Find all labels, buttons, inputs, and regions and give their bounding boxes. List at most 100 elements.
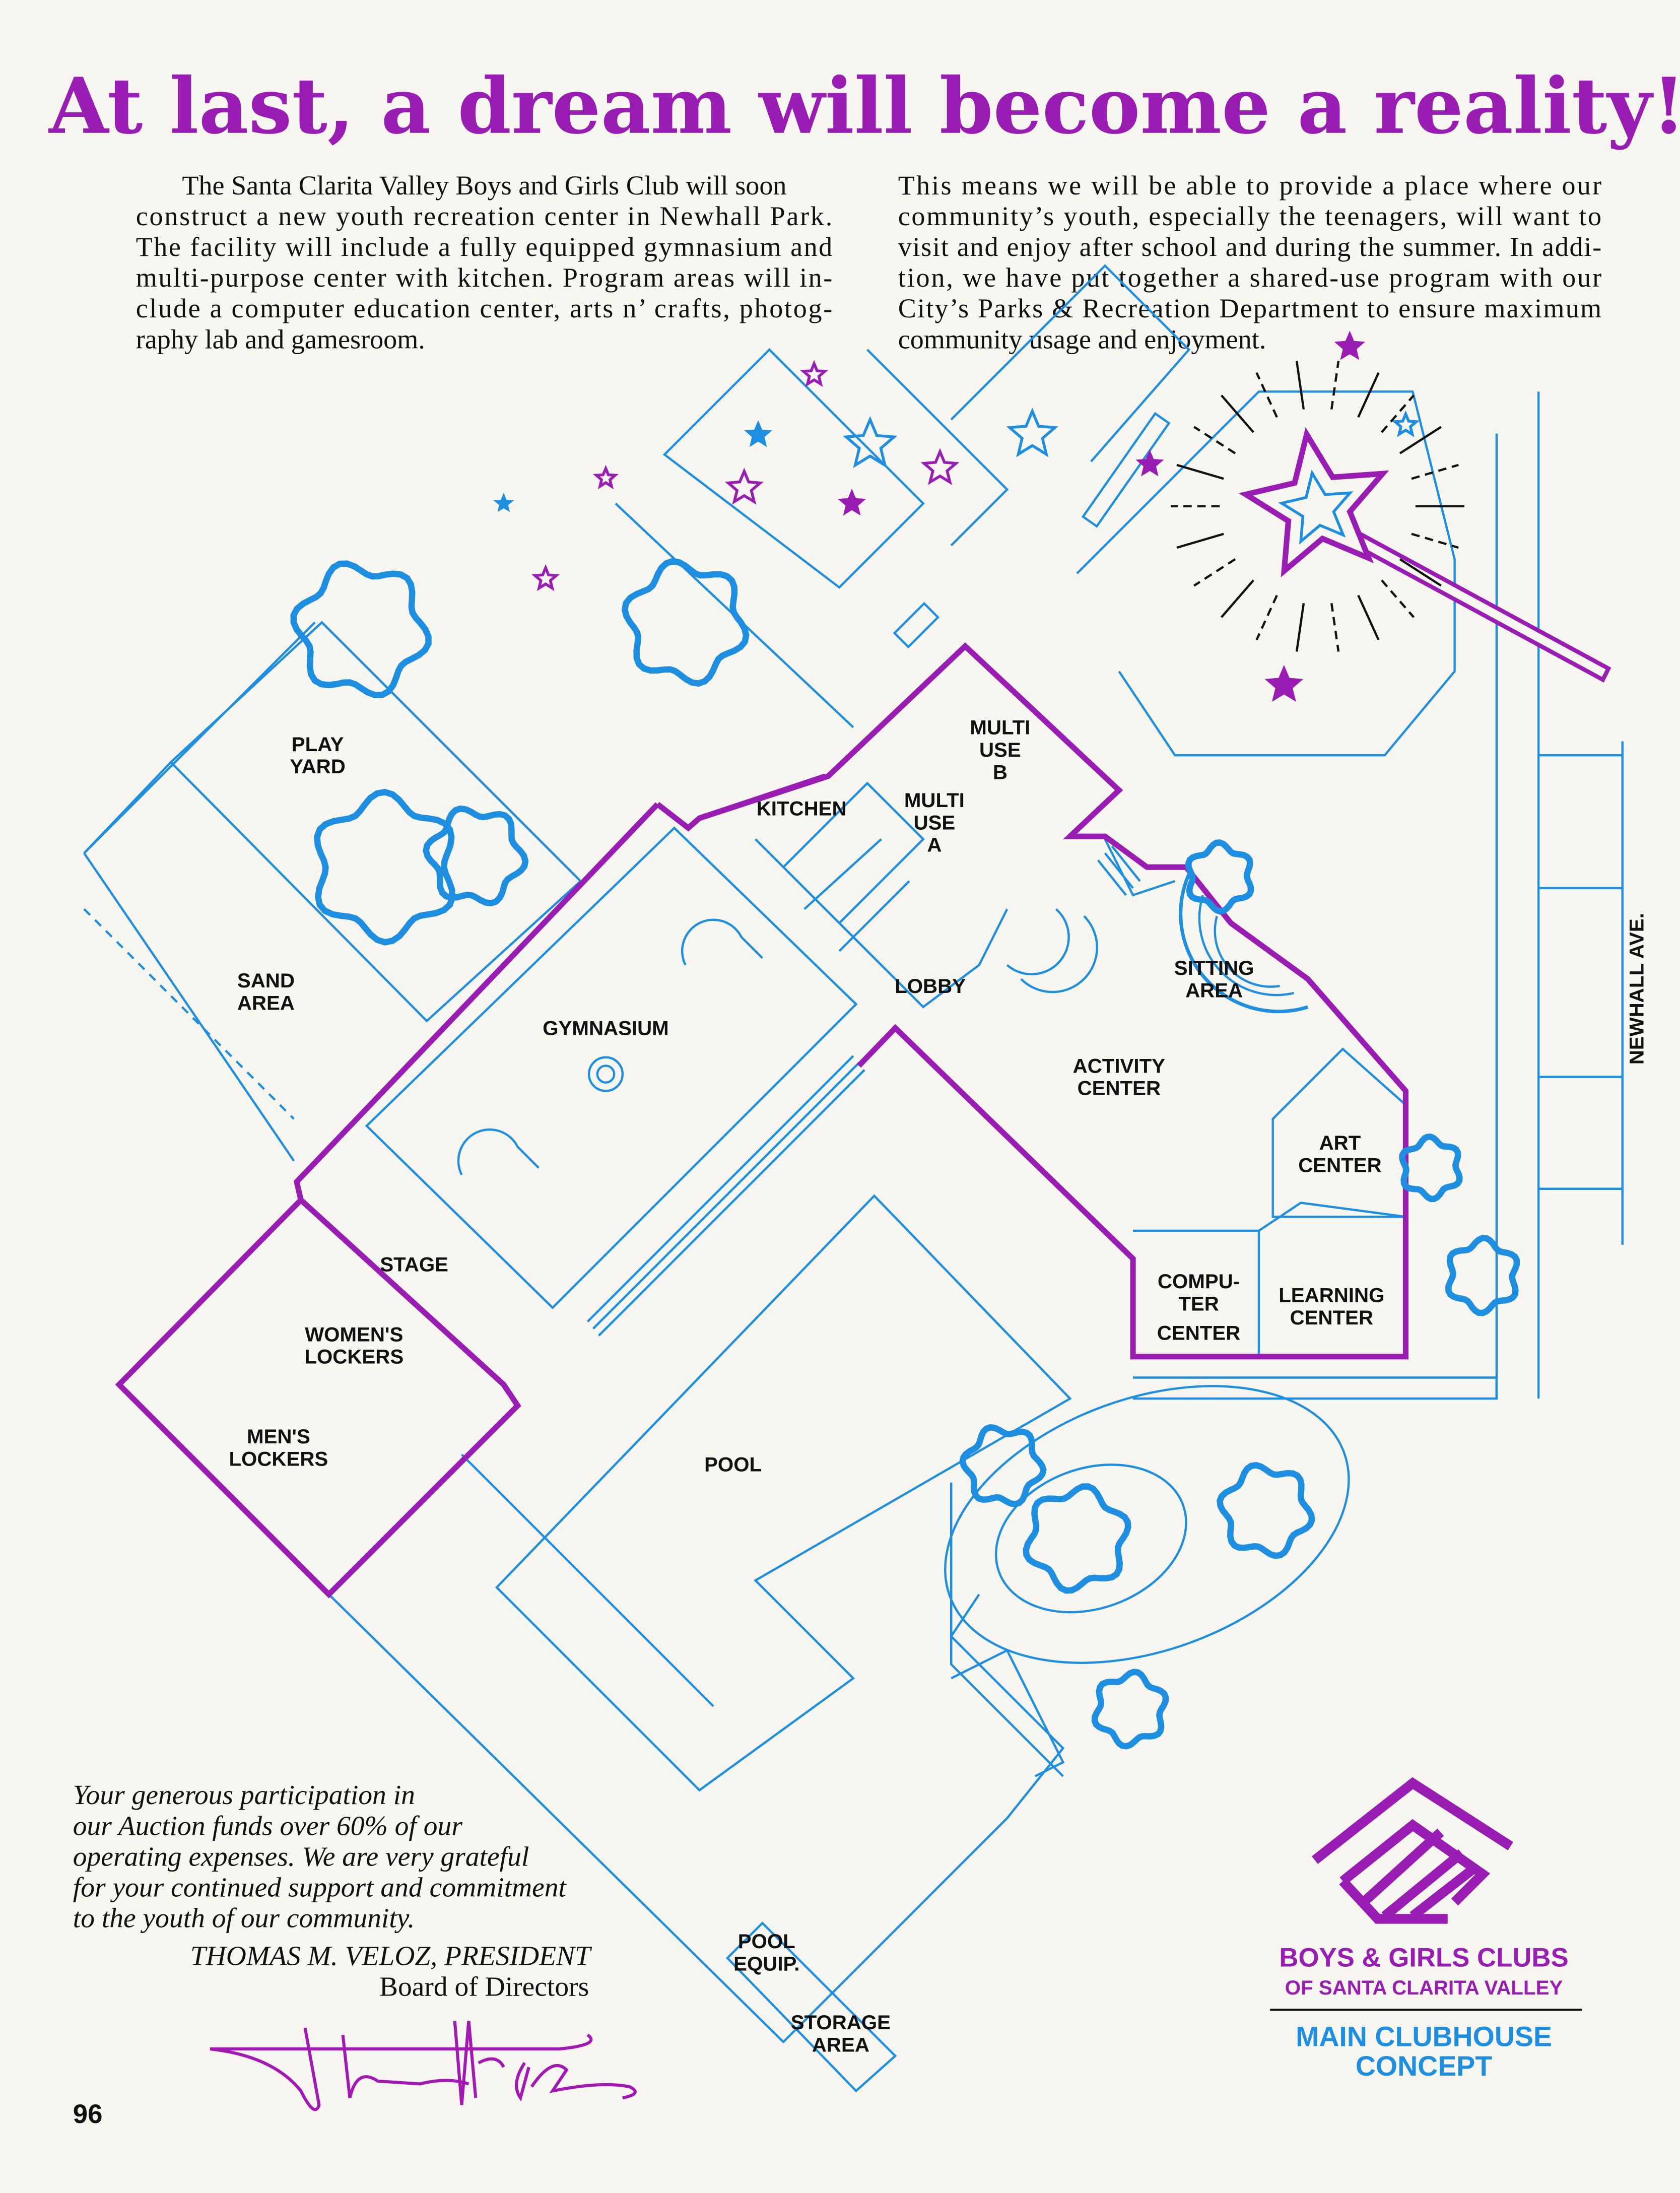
note-line: our Auction funds over 60% of our — [73, 1811, 462, 1841]
trees-layer — [290, 558, 1520, 1750]
sparkle-ray — [1357, 594, 1380, 641]
tree-icon — [1445, 1235, 1520, 1316]
text-line: The Santa Clarita Valley Boys and Girls … — [182, 170, 786, 201]
sparkle-ray — [1176, 463, 1224, 480]
sparkle-ray — [1193, 426, 1236, 454]
label-sitting-area: SITTING — [1174, 957, 1254, 979]
sparkle-ray — [1255, 594, 1278, 641]
logo-caption: MAIN CLUBHOUSE — [1296, 2021, 1552, 2052]
sparkle-ray — [1330, 361, 1340, 410]
magic-wand-icon — [1171, 361, 1611, 683]
note-line: for your continued support and commitmen… — [73, 1872, 567, 1903]
sparkle-ray — [1411, 463, 1459, 480]
label-learning-center: CENTER — [1290, 1306, 1373, 1329]
star-icon — [724, 468, 764, 505]
sparkle-ray — [1295, 603, 1305, 652]
tree-icon — [314, 788, 456, 946]
tree-icon — [423, 805, 529, 907]
page-number: 96 — [73, 2099, 103, 2129]
sparkle-ray — [1255, 372, 1278, 418]
storage-area-outline — [725, 1921, 897, 2093]
logo-caption: CONCEPT — [1356, 2050, 1493, 2082]
star-icon — [1264, 664, 1304, 702]
star-icon — [1006, 407, 1059, 457]
star-icon — [744, 420, 773, 447]
signatory-role: Board of Directors — [379, 1972, 589, 2003]
label-play-yard: YARD — [290, 755, 345, 778]
stars-layer — [493, 330, 1420, 702]
label-multi-use-b: B — [993, 761, 1007, 783]
label-womens-lockers: WOMEN'S — [305, 1323, 403, 1346]
garden-oval — [944, 1385, 1350, 1664]
star-icon — [592, 464, 619, 490]
site-boundary — [83, 621, 316, 854]
boys-girls-clubs-logo: BOYS & GIRLS CLUBS OF SANTA CLARITA VALL… — [1270, 1777, 1582, 2082]
text-line: visit and enjoy after school and during … — [898, 232, 1601, 262]
label-art-center: CENTER — [1298, 1154, 1381, 1176]
label-activity-center: CENTER — [1078, 1077, 1161, 1100]
tree-icon — [1185, 839, 1254, 915]
sparkle-ray — [1193, 558, 1236, 587]
label-pool: POOL — [704, 1453, 762, 1476]
headline: At last, a dream will become a reality! — [48, 61, 1680, 152]
label-multi-use-a: MULTI — [904, 789, 965, 812]
label-gymnasium: GYMNASIUM — [543, 1017, 668, 1039]
label-mens-lockers: MEN'S — [247, 1425, 310, 1448]
gymnasium-outline — [365, 826, 858, 1309]
star-icon — [531, 564, 560, 591]
label-computer-center: CENTER — [1157, 1322, 1240, 1345]
note-line: to the youth of our community. — [73, 1903, 415, 1934]
text-line: City’s Parks & Recreation Department to … — [898, 293, 1601, 323]
sand-area-edge — [83, 908, 295, 1120]
text-line: raphy lab and gamesroom. — [136, 324, 425, 354]
sparkle-ray — [1176, 533, 1224, 549]
logo-org-name: BOYS & GIRLS CLUBS — [1279, 1943, 1568, 1972]
text-line: This means we will be able to provide a … — [898, 170, 1601, 201]
parking-outline — [662, 348, 925, 589]
plaza-outline — [1076, 390, 1456, 757]
note-line: operating expenses. We are very grateful — [73, 1841, 529, 1872]
label-kitchen: KITCHEN — [757, 797, 847, 820]
text-line: The facility will include a fully equipp… — [136, 232, 833, 262]
left-paragraph: The Santa Clarita Valley Boys and Girls … — [136, 170, 833, 354]
star-icon — [1334, 330, 1366, 360]
sparkle-ray — [1357, 372, 1380, 418]
star-icon — [842, 416, 898, 469]
label-activity-center: ACTIVITY — [1073, 1054, 1166, 1077]
play-yard-outline — [169, 621, 582, 1023]
tree-icon — [1399, 1134, 1463, 1202]
star-icon — [920, 448, 960, 485]
sparkle-ray — [1399, 426, 1442, 454]
signatory-name: THOMAS M. VELOZ, PRESIDENT — [190, 1941, 592, 1971]
closing-note: Your generous participation in our Aucti… — [73, 1780, 592, 2002]
text-line: community’s youth, especially the teenag… — [898, 201, 1601, 231]
sparkle-ray — [1381, 394, 1415, 433]
site-plan-linework — [83, 264, 1624, 2093]
note-line: Your generous participation in — [73, 1780, 415, 1811]
text-line: construct a new youth recreation center … — [136, 201, 833, 231]
star-icon — [1135, 449, 1164, 477]
label-pool-equip: EQUIP. — [733, 1953, 799, 1975]
tree-icon — [1023, 1483, 1131, 1594]
label-mens-lockers: LOCKERS — [229, 1447, 328, 1470]
sparkle-ray — [1381, 579, 1415, 618]
label-storage-area: AREA — [812, 2034, 869, 2056]
building-outline — [115, 642, 1409, 1599]
text-line: community usage and enjoyment. — [898, 324, 1266, 354]
pool-outline — [495, 1194, 1072, 1792]
label-multi-use-a: USE — [914, 811, 956, 834]
text-line: tion, we have put together a shared-use … — [898, 262, 1601, 293]
center-court-circle — [587, 1056, 624, 1092]
label-computer-center: TER — [1178, 1292, 1219, 1315]
star-icon — [800, 360, 829, 387]
right-paragraph: This means we will be able to provide a … — [898, 170, 1601, 354]
label-storage-area: STORAGE — [791, 2011, 891, 2034]
star-icon — [1391, 410, 1420, 437]
star-icon — [493, 493, 514, 512]
sparkle-ray — [1220, 394, 1254, 433]
sparkle-ray — [1411, 533, 1459, 549]
tree-icon — [621, 558, 750, 687]
label-sand-area: AREA — [237, 991, 295, 1014]
